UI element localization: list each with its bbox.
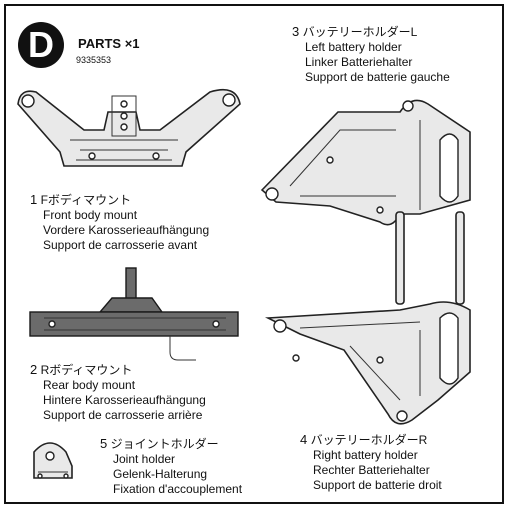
part-3-number: 3 <box>292 24 300 39</box>
part-1-name-de: Vordere Karosserieaufhängung <box>43 223 210 237</box>
right-battery-holder-drawing <box>264 301 471 425</box>
part-1-name-jp: Fボディマウント <box>40 193 132 207</box>
part-2-name-fr: Support de carrosserie arrière <box>43 408 203 422</box>
parts-frame <box>4 4 504 504</box>
part-5-name-en: Joint holder <box>113 452 176 466</box>
part-4-number: 4 <box>300 432 308 447</box>
part-1-name-en: Front body mount <box>43 208 138 222</box>
part-2-name-de: Hintere Karosserieaufhängung <box>43 393 206 407</box>
part-2-name-jp: Rボディマウント <box>40 363 133 377</box>
part-4-name-en: Right battery holder <box>313 448 418 462</box>
front-body-mount-drawing <box>17 88 241 167</box>
part-2-number: 2 <box>30 362 38 377</box>
part-3-name-de: Linker Batteriehalter <box>305 55 413 69</box>
part-3-name-fr: Support de batterie gauche <box>305 70 450 84</box>
parts-code: 9335353 <box>76 55 112 65</box>
part-5-number: 5 <box>100 436 108 451</box>
left-battery-holder-drawing <box>260 99 471 226</box>
part-5-name-jp: ジョイントホルダー <box>110 437 219 451</box>
part-4-name-fr: Support de batterie droit <box>313 478 442 492</box>
part-3-label: 3 バッテリーホルダーL Left battery holder Linker … <box>292 24 450 85</box>
parts-title: PARTS ×1 <box>78 36 140 51</box>
parts-bag-badge: D <box>18 22 64 68</box>
part-5-label: 5 ジョイントホルダー Joint holder Gelenk-Halterun… <box>100 436 242 497</box>
part-5-name-de: Gelenk-Halterung <box>113 467 208 481</box>
part-1-number: 1 <box>30 192 38 207</box>
joint-holder-drawing <box>33 442 73 479</box>
part-4-name-jp: バッテリーホルダーR <box>310 433 428 447</box>
rear-body-mount-drawing <box>29 267 239 361</box>
part-4-name-de: Rechter Batteriehalter <box>313 463 430 477</box>
part-3-name-jp: バッテリーホルダーL <box>302 25 418 39</box>
part-5-name-fr: Fixation d'accouplement <box>113 482 243 496</box>
part-3-name-en: Left battery holder <box>305 40 402 54</box>
battery-holder-rods-drawing <box>395 211 465 305</box>
part-2-name-en: Rear body mount <box>43 378 136 392</box>
part-1-name-fr: Support de carrosserie avant <box>43 238 198 252</box>
part-4-label: 4 バッテリーホルダーR Right battery holder Rechte… <box>300 432 442 493</box>
part-2-label: 2 Rボディマウント Rear body mount Hintere Karos… <box>30 362 206 423</box>
part-1-label: 1 Fボディマウント Front body mount Vordere Karo… <box>30 192 209 253</box>
